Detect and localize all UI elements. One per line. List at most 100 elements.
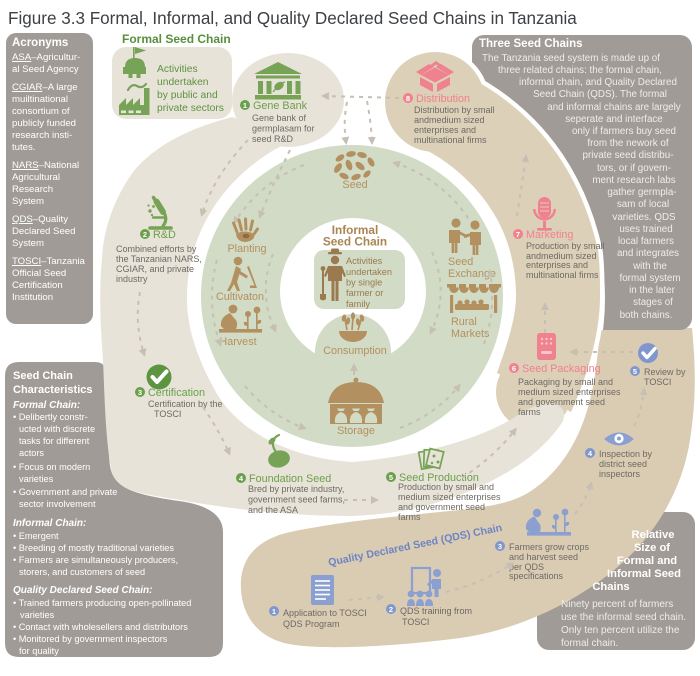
svg-text:TOSCI: TOSCI [402,617,429,627]
svg-text:government seed farms,: government seed farms, [248,495,345,505]
svg-text:System: System [12,196,44,207]
svg-text:only if farmers buy seed: only if farmers buy seed [572,126,676,137]
svg-text:Formal and: Formal and [617,555,677,567]
svg-text:inspectors: inspectors [599,469,641,479]
svg-text:• Government and private: • Government and private [13,487,117,497]
svg-text:research insti-: research insti- [12,130,72,141]
svg-text:in the later: in the later [629,285,675,296]
svg-text:Inspection by: Inspection by [599,449,653,459]
svg-text:Acronyms: Acronyms [12,37,68,49]
svg-text:Farmers grow crops: Farmers grow crops [509,542,590,552]
svg-text:Consumption: Consumption [323,345,387,357]
svg-text:Seed Chain: Seed Chain [323,235,387,249]
svg-text:Informal Seed: Informal Seed [607,568,681,580]
svg-text:8: 8 [406,94,410,103]
svg-text:2: 2 [143,230,147,239]
svg-text:Production by small and: Production by small and [398,482,494,492]
svg-text:per QDS: per QDS [509,562,544,572]
svg-text:QDS training from: QDS training from [400,606,472,616]
svg-text:sam of local: sam of local [617,199,669,210]
svg-text:Figure 3.3 Formal, Informal, a: Figure 3.3 Formal, Informal, and Quality… [8,9,577,28]
svg-text:undertaken: undertaken [157,77,209,88]
svg-text:Certification: Certification [12,280,63,291]
svg-text:both chains.: both chains. [620,310,673,321]
svg-text:medium sized enterprises: medium sized enterprises [518,387,621,397]
svg-text:Certification: Certification [148,387,205,399]
svg-text:stages of: stages of [633,297,673,308]
svg-text:Informal Chain:: Informal Chain: [13,518,86,529]
svg-text:ucted with discrete: ucted with discrete [19,424,95,434]
svg-text:Seed: Seed [342,179,367,191]
svg-text:and harvest seed: and harvest seed [509,552,578,562]
svg-text:Cultivaton: Cultivaton [216,291,264,303]
svg-text:Bred by private industry,: Bred by private industry, [248,484,344,494]
svg-text:Distribution: Distribution [416,93,470,105]
svg-text:sector involvement: sector involvement [19,499,96,509]
svg-text:Gene bank of: Gene bank of [252,113,307,123]
svg-text:family: family [346,299,370,309]
svg-text:andmedium sized: andmedium sized [526,251,597,261]
svg-text:R&D: R&D [153,229,176,241]
svg-text:5: 5 [389,473,393,482]
svg-text:by single: by single [346,278,382,288]
svg-text:Packaging by small and: Packaging by small and [518,377,613,387]
svg-text:Relative: Relative [632,529,675,541]
svg-text:from the nework of: from the nework of [587,138,668,149]
svg-text:medium sized enterprises: medium sized enterprises [398,492,501,502]
svg-text:specifications: specifications [509,571,564,581]
svg-text:use the informal seed chain.: use the informal seed chain. [561,612,686,623]
svg-text:QDS Program: QDS Program [283,619,340,629]
svg-text:germplasam for: germplasam for [252,124,315,134]
svg-text:tutes.: tutes. [12,142,35,153]
svg-text:Marketing: Marketing [526,229,573,241]
svg-text:al Seed Agency: al Seed Agency [12,64,79,75]
svg-text:Activities: Activities [346,256,383,266]
svg-text:consortium of: consortium of [12,106,70,117]
svg-text:• Farmers are simultaneously p: • Farmers are simultaneously producers, [13,555,178,565]
svg-text:Harvest: Harvest [219,336,256,348]
svg-text:Formal Seed Chain: Formal Seed Chain [122,32,231,46]
svg-text:• Contact with wholesellers an: • Contact with wholesellers and distribu… [13,622,188,632]
svg-text:ASA–Agricultur-: ASA–Agricultur- [12,52,80,63]
svg-text:Storage: Storage [337,425,375,437]
svg-text:1: 1 [243,101,247,110]
svg-text:• Monitored by government insp: • Monitored by government inspectors [13,634,168,644]
svg-text:Review by: Review by [644,367,686,377]
svg-text:Size of: Size of [634,542,670,554]
svg-text:Foundation Seed: Foundation Seed [249,473,331,485]
svg-text:Seed Chain (QDS). The formal: Seed Chain (QDS). The formal [533,89,667,100]
svg-text:Chains: Chains [592,581,629,593]
svg-text:Gene Bank: Gene Bank [253,100,308,112]
svg-text:Only ten percent utilize the: Only ten percent utilize the [561,625,680,636]
svg-text:• Focus on modern: • Focus on modern [13,462,90,472]
svg-text:Combined efforts by: Combined efforts by [116,244,197,254]
svg-text:Distribution by small: Distribution by small [414,105,495,115]
svg-text:Three Seed Chains: Three Seed Chains [479,38,583,50]
svg-text:and government seed: and government seed [518,397,605,407]
svg-text:seed R&D: seed R&D [252,134,294,144]
svg-text:TOSCI: TOSCI [154,409,181,419]
svg-text:1: 1 [272,607,276,616]
svg-text:multinational firms: multinational firms [414,135,487,145]
svg-text:• Breeding of mostly tradition: • Breeding of mostly traditional varieti… [13,543,174,553]
svg-text:TOSCI–Tanzania: TOSCI–Tanzania [12,256,86,267]
svg-text:private sectors: private sectors [157,103,224,114]
svg-text:CGIAR, and private: CGIAR, and private [116,264,194,274]
svg-text:varieties: varieties [19,474,54,484]
svg-text:and government seed: and government seed [398,502,485,512]
svg-text:varieties. QDS: varieties. QDS [612,212,676,223]
svg-text:formal chain.: formal chain. [561,638,618,649]
svg-text:NARS–National: NARS–National [12,160,79,171]
svg-text:Seed: Seed [448,256,473,268]
svg-text:and informal chains are largel: and informal chains are largely [547,102,681,113]
svg-text:3: 3 [498,542,502,551]
svg-text:Rural: Rural [451,316,477,328]
svg-text:actors: actors [19,448,44,458]
svg-text:Exchange: Exchange [448,268,496,280]
svg-text:TOSCI: TOSCI [644,377,671,387]
svg-text:Production by small: Production by small [526,241,605,251]
svg-text:Institution: Institution [12,292,53,303]
svg-text:Informal: Informal [332,223,379,237]
svg-text:7: 7 [516,230,520,239]
svg-text:by public and: by public and [157,90,218,101]
